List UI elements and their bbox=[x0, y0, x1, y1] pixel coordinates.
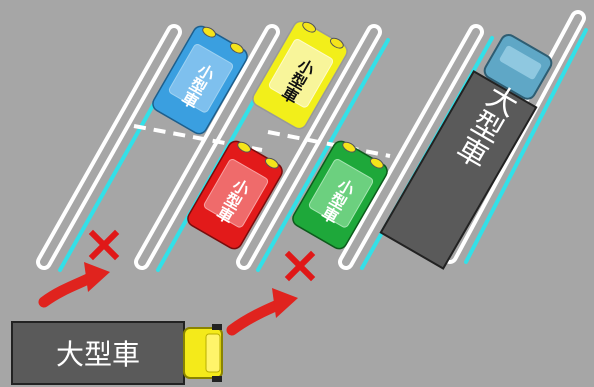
lane-divider-inner bbox=[342, 28, 480, 266]
cross-icon bbox=[284, 250, 316, 282]
truck-moving: 大型車 bbox=[11, 321, 223, 385]
lane-divider-inner bbox=[240, 28, 378, 266]
car-green: 小型車 bbox=[292, 140, 388, 250]
car-blue: 小型車 bbox=[152, 25, 248, 135]
car-yellow: 小型車 bbox=[252, 20, 348, 130]
lane-divider-cyan bbox=[256, 38, 390, 272]
lane-divider-inner bbox=[138, 28, 276, 266]
curved-arrow-icon bbox=[226, 288, 298, 336]
dashed-separator bbox=[267, 130, 391, 158]
lane-divider-inner bbox=[40, 28, 178, 266]
cross-icon bbox=[88, 229, 120, 261]
truck-label: 大型車 bbox=[56, 338, 140, 371]
curved-arrow-icon bbox=[38, 262, 110, 308]
lane-divider-cyan bbox=[464, 28, 588, 264]
car-red: 小型車 bbox=[187, 140, 283, 250]
